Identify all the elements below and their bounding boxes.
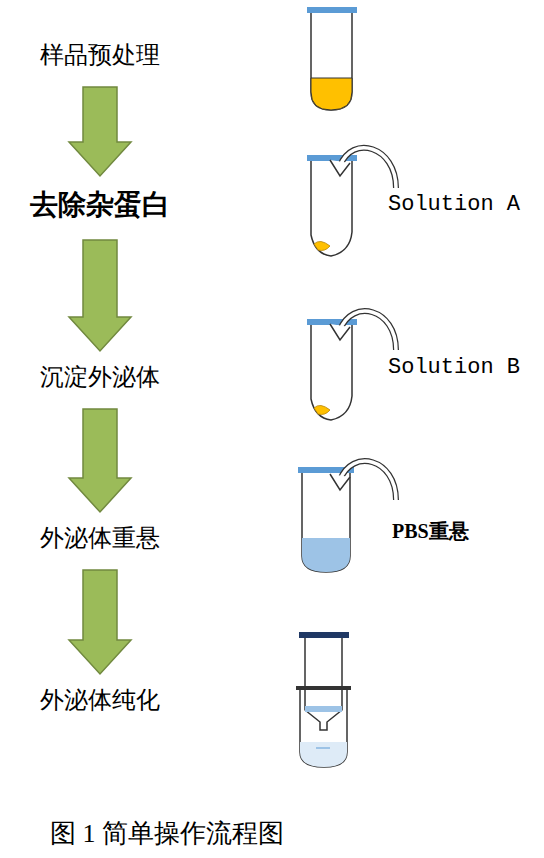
step-label: 外泌体重悬 (36, 520, 164, 556)
step-text: 样品预处理 (40, 39, 160, 71)
step-text: 沉淀外泌体 (40, 361, 160, 393)
flow-arrow (69, 240, 131, 351)
flow-arrow (69, 570, 131, 674)
resuspension-tube (298, 461, 396, 572)
pellet-tube (307, 148, 396, 256)
flow-arrow (69, 409, 131, 512)
flow-arrow (69, 87, 131, 176)
step-label: 样品预处理 (36, 37, 164, 73)
pellet-tube (307, 311, 396, 420)
step-text: 去除杂蛋白 (30, 186, 170, 224)
filter-column (296, 632, 351, 767)
sample-tube (307, 7, 357, 110)
step-label: 沉淀外泌体 (36, 359, 164, 395)
reagent-label: Solution A (388, 192, 520, 217)
step-label: 外泌体纯化 (36, 682, 164, 718)
reagent-label: Solution B (388, 355, 520, 380)
step-label: 去除杂蛋白 (26, 184, 174, 226)
reagent-label: PBS重悬 (392, 518, 469, 545)
figure-caption: 图 1 简单操作流程图 (50, 816, 284, 851)
step-text: 外泌体纯化 (40, 684, 160, 716)
step-text: 外泌体重悬 (40, 522, 160, 554)
